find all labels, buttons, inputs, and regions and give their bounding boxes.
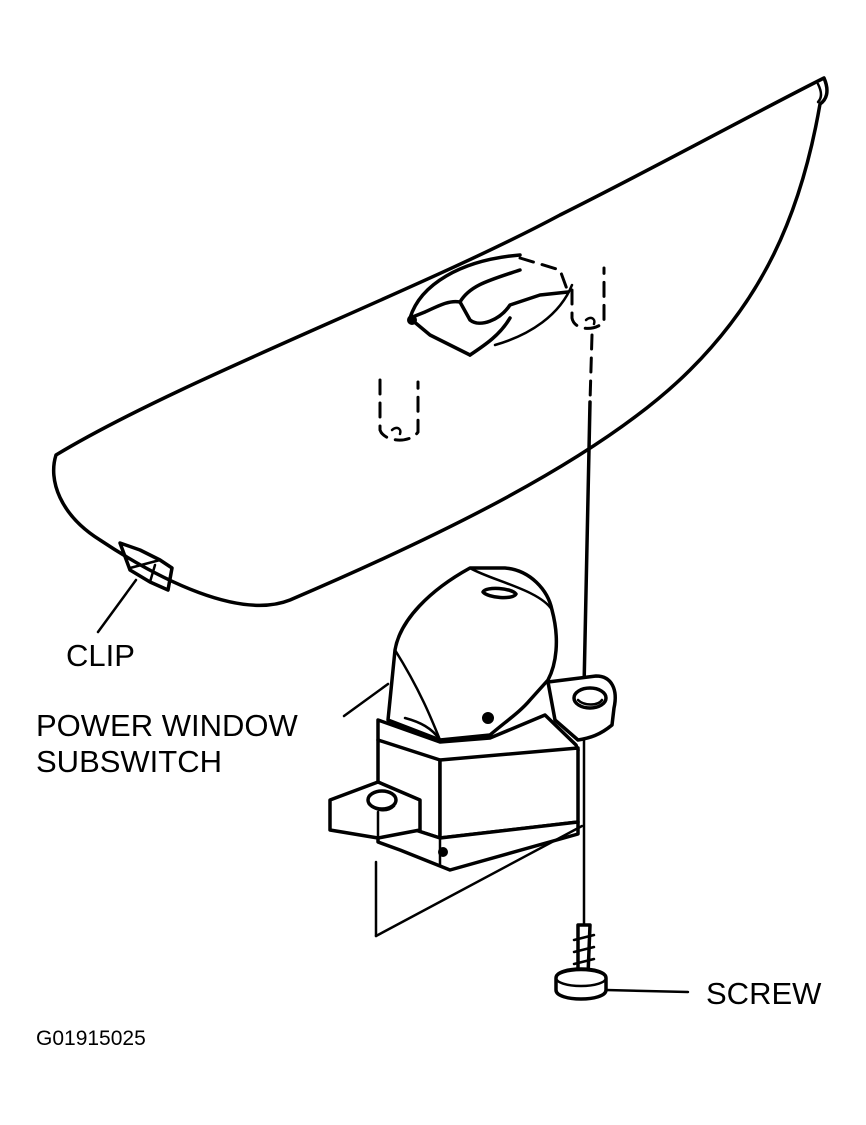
subswitch-leader-line: [342, 682, 390, 718]
clip: [118, 541, 174, 592]
clip-label: CLIP: [66, 638, 135, 673]
power-window-subswitch-label: POWER WINDOW SUBSWITCH: [36, 708, 298, 780]
screw-axis-solid: [582, 400, 592, 690]
alignment-lines: [374, 738, 586, 938]
hidden-screw-boss-right: [570, 266, 606, 330]
screw-label: SCREW: [706, 976, 822, 1011]
screw: [554, 923, 608, 1001]
hidden-screw-boss-left: [378, 378, 420, 442]
clip-leader-line: [96, 578, 138, 634]
switch-opening: [407, 253, 574, 357]
armrest-trim-panel: [51, 76, 829, 608]
screw-axis-line: [588, 333, 594, 404]
power-window-subswitch-label-line1: POWER WINDOW: [36, 708, 298, 743]
subswitch-body: [328, 566, 617, 872]
power-window-subswitch-label-line2: SUBSWITCH: [36, 744, 222, 779]
screw-leader-line: [604, 988, 690, 994]
figure-code: G01915025: [36, 1027, 146, 1050]
